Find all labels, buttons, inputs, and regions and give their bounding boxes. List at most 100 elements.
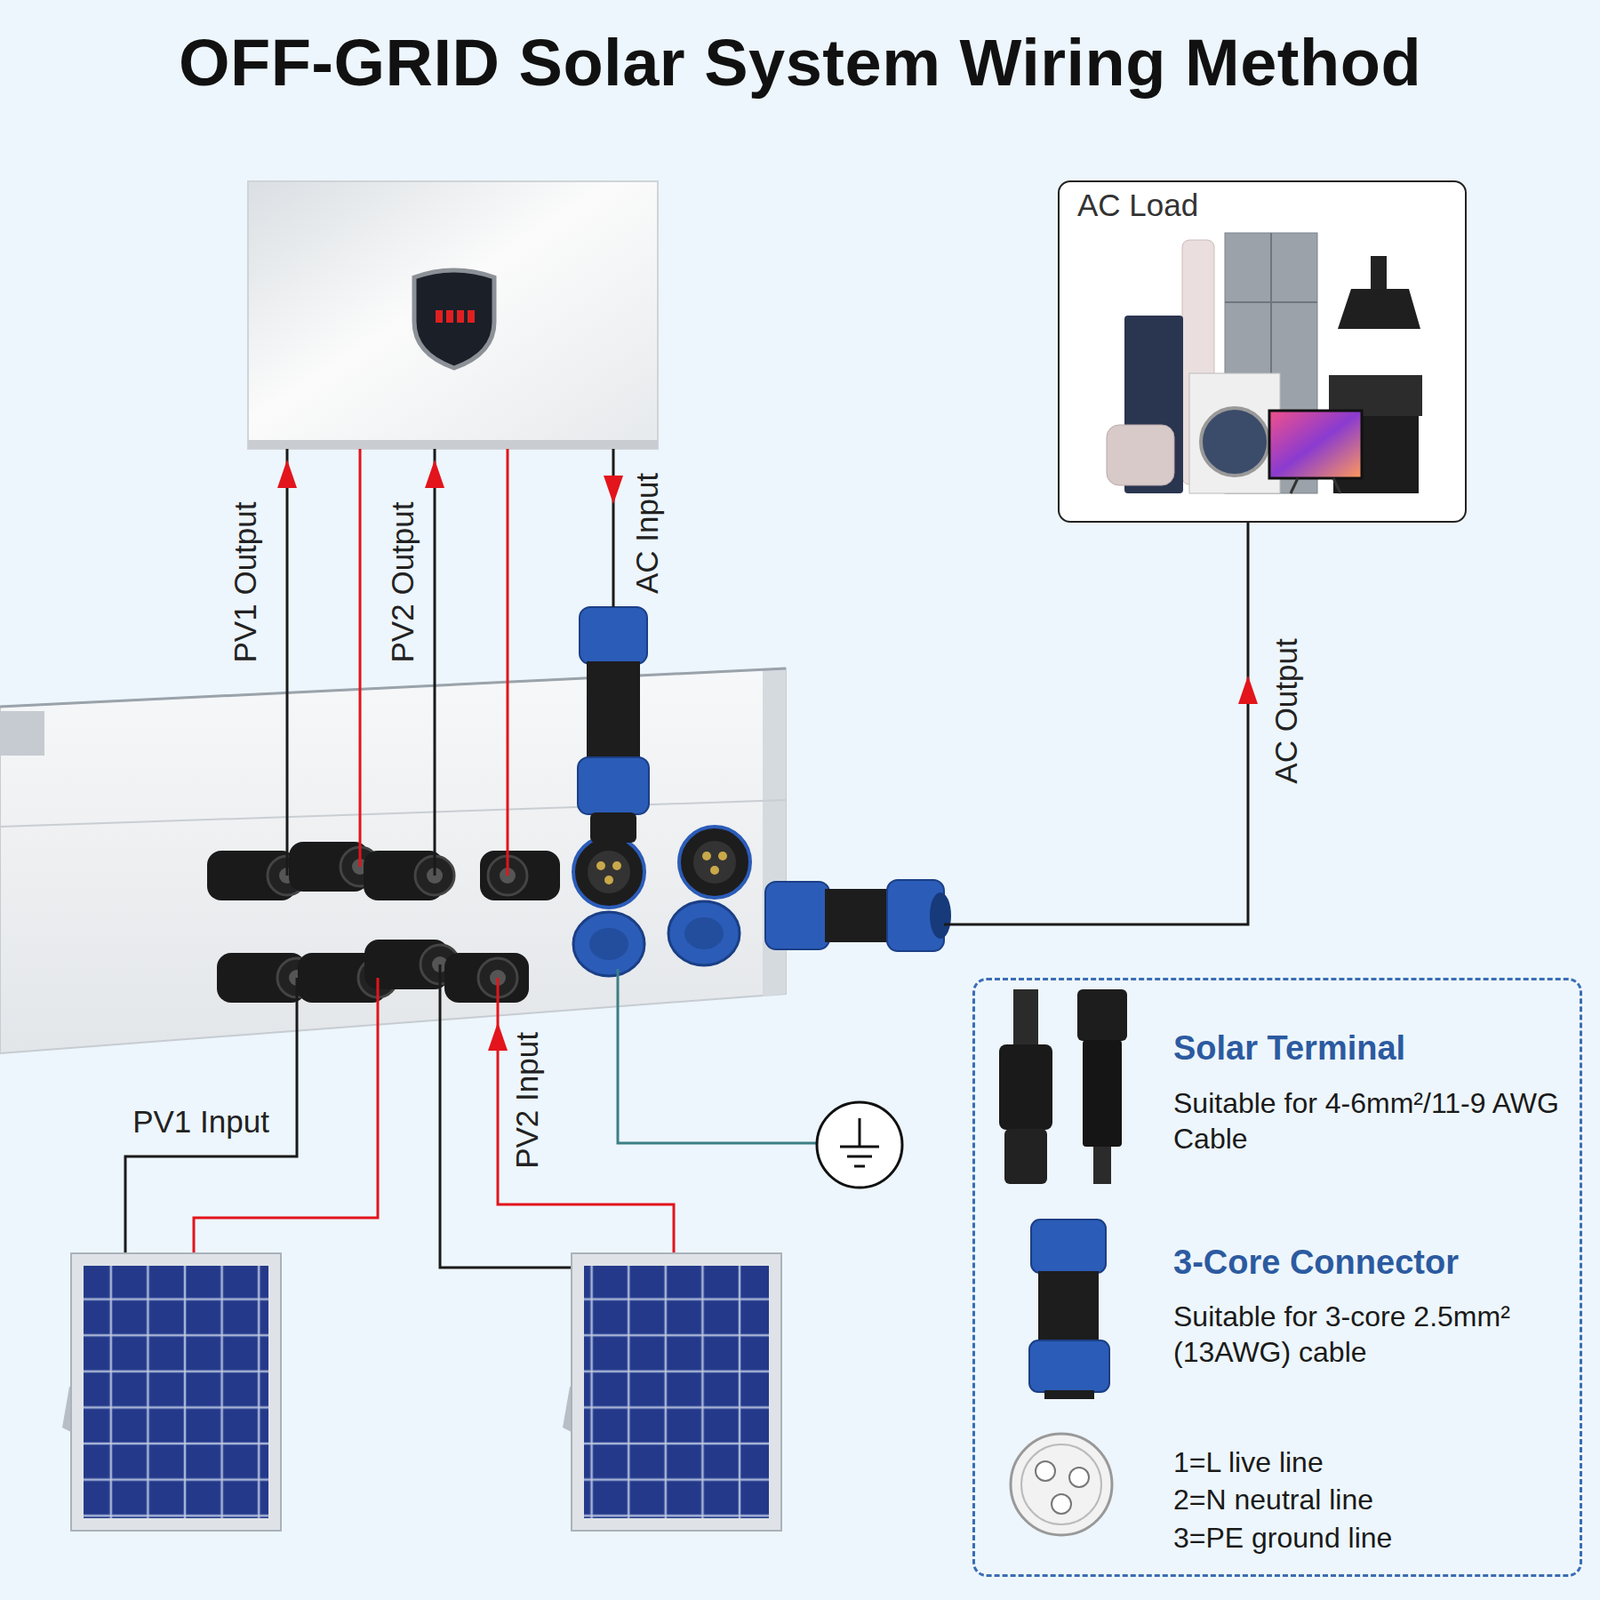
- wire-label: PV1 Input: [132, 1104, 270, 1140]
- arrowheads-part: [1238, 675, 1258, 704]
- ac-input-connector-part: [586, 661, 640, 761]
- ac-sockets-part: [684, 917, 724, 950]
- wire-label: PV2 Output: [384, 502, 421, 664]
- ac-sockets-part: [718, 851, 728, 861]
- ac-sockets-part: [604, 875, 614, 885]
- solar-panel-part: [83, 1265, 269, 1519]
- wires-part: [286, 448, 289, 876]
- combiner-box-part: [0, 800, 786, 827]
- wires-part: [125, 977, 297, 1254]
- appliances: [1057, 180, 1467, 523]
- ground-symbol-part: [847, 1155, 872, 1159]
- ac-sockets-part: [589, 928, 629, 960]
- appliances-part: [1333, 478, 1341, 494]
- wire-label: AC Input: [629, 472, 665, 594]
- arrowheads-part: [488, 1022, 508, 1051]
- solar-terminal-illustration-part: [1077, 989, 1128, 1041]
- ac-sockets-part: [573, 912, 645, 976]
- ac-input-connector-part: [590, 812, 637, 843]
- arrowheads-part: [277, 459, 297, 488]
- wires-part: [612, 448, 616, 608]
- wires-part: [944, 522, 1248, 925]
- wire-label: PV1 Output: [227, 502, 264, 664]
- wires-part: [497, 977, 674, 1254]
- three-core-connector-illustration-part: [1044, 1390, 1095, 1400]
- inverter-part: [414, 270, 495, 368]
- arrowheads-part: [603, 475, 624, 504]
- pin-layout-illustration-part: [1051, 1494, 1072, 1514]
- appliances-part: [1106, 424, 1175, 486]
- legend-box: Solar TerminalSuitable for 4-6mm²/11-9 A…: [972, 977, 1583, 1577]
- pin-note: 1=L live line: [1173, 1444, 1547, 1480]
- appliances-part: [1290, 478, 1298, 494]
- ac-output-connector: [765, 880, 952, 952]
- display-segments-part: [435, 310, 443, 323]
- ac-sockets-part: [702, 851, 712, 861]
- combiner-box-part: [0, 668, 786, 1054]
- solar-connector-row-part: [363, 850, 455, 901]
- ac-sockets-part: [612, 861, 622, 871]
- wires-part: [617, 968, 817, 1144]
- ground-symbol-part: [840, 1145, 880, 1149]
- solar-terminal-illustration-part: [1093, 1146, 1112, 1184]
- legend-text: Suitable for 3-core 2.5mm² (13AWG) cable: [1173, 1298, 1578, 1370]
- ac-input-connector: [577, 607, 649, 843]
- combiner-box: [0, 668, 786, 1054]
- three-core-connector-illustration-part: [1029, 1340, 1110, 1392]
- combiner-box-part: [0, 711, 45, 756]
- solar-connector-row-part-part: [444, 952, 529, 1003]
- arrowheads-part: [424, 459, 445, 488]
- pin-layout-illustration-part: [1010, 1433, 1112, 1536]
- ground-symbol-part: [858, 1118, 862, 1147]
- three-core-connector-illustration: [1029, 1219, 1110, 1400]
- appliances-part: [1224, 301, 1318, 304]
- wire-label: PV2 Input: [509, 1032, 545, 1169]
- solar-terminal-illustration-part: [1013, 989, 1039, 1047]
- pin-layout-illustration-part: [1069, 1467, 1089, 1488]
- wire-label: AC Output: [1268, 638, 1304, 784]
- wires-part: [506, 448, 510, 876]
- appliances-part: [1370, 256, 1387, 292]
- solar-terminal-illustration-part: [1004, 1128, 1048, 1184]
- solar-panel-part: [571, 1253, 782, 1531]
- solar-terminal-illustration-part: [999, 1044, 1053, 1130]
- solar-panel: [562, 1253, 782, 1531]
- ac-sockets-part: [596, 861, 606, 871]
- solar-terminal-illustration-part: [1082, 1040, 1122, 1147]
- wires-part: [440, 964, 572, 1268]
- appliances-part: [1269, 410, 1362, 479]
- ground-symbol-part: [854, 1165, 865, 1168]
- three-core-connector-illustration-part: [1031, 1219, 1106, 1273]
- three-core-connector-illustration-part: [1038, 1271, 1099, 1344]
- display-segments: [435, 310, 475, 323]
- appliances-part: [1057, 180, 1467, 523]
- solar-connector-row-part: [444, 952, 529, 1003]
- solar-panel-part: [71, 1253, 281, 1531]
- arrowheads: [277, 459, 1258, 1051]
- load-box: AC Load: [1057, 180, 1467, 523]
- solar-connector-row-part-part: [480, 850, 560, 901]
- ac-output-connector-part: [929, 892, 952, 939]
- ac-sockets-part: [693, 840, 736, 884]
- ground-symbol: [816, 1102, 903, 1188]
- ac-sockets-part: [710, 865, 720, 875]
- diagram-title: OFF-GRID Solar System Wiring Method: [0, 24, 1600, 101]
- box-heading: AC Load: [1077, 187, 1362, 224]
- ac-sockets-part: [679, 826, 751, 898]
- ground-symbol-part: [816, 1102, 903, 1188]
- ac-sockets-part: [573, 836, 645, 908]
- ac-input-connector-part: [577, 757, 649, 815]
- pin-layout-illustration-part: [1021, 1444, 1102, 1525]
- ac-sockets-part: [668, 901, 740, 966]
- inverter-part: [248, 440, 658, 449]
- solar-panel: [62, 1253, 281, 1531]
- legend-heading: 3-Core Connector: [1173, 1243, 1565, 1282]
- display-segments-part: [456, 310, 464, 323]
- pin-layout-illustration: [1010, 1433, 1112, 1536]
- pin-note: 3=PE ground line: [1173, 1520, 1547, 1556]
- display-segments-part: [446, 310, 454, 323]
- wires-part: [359, 448, 362, 867]
- solar-connector-row-part: [480, 850, 560, 901]
